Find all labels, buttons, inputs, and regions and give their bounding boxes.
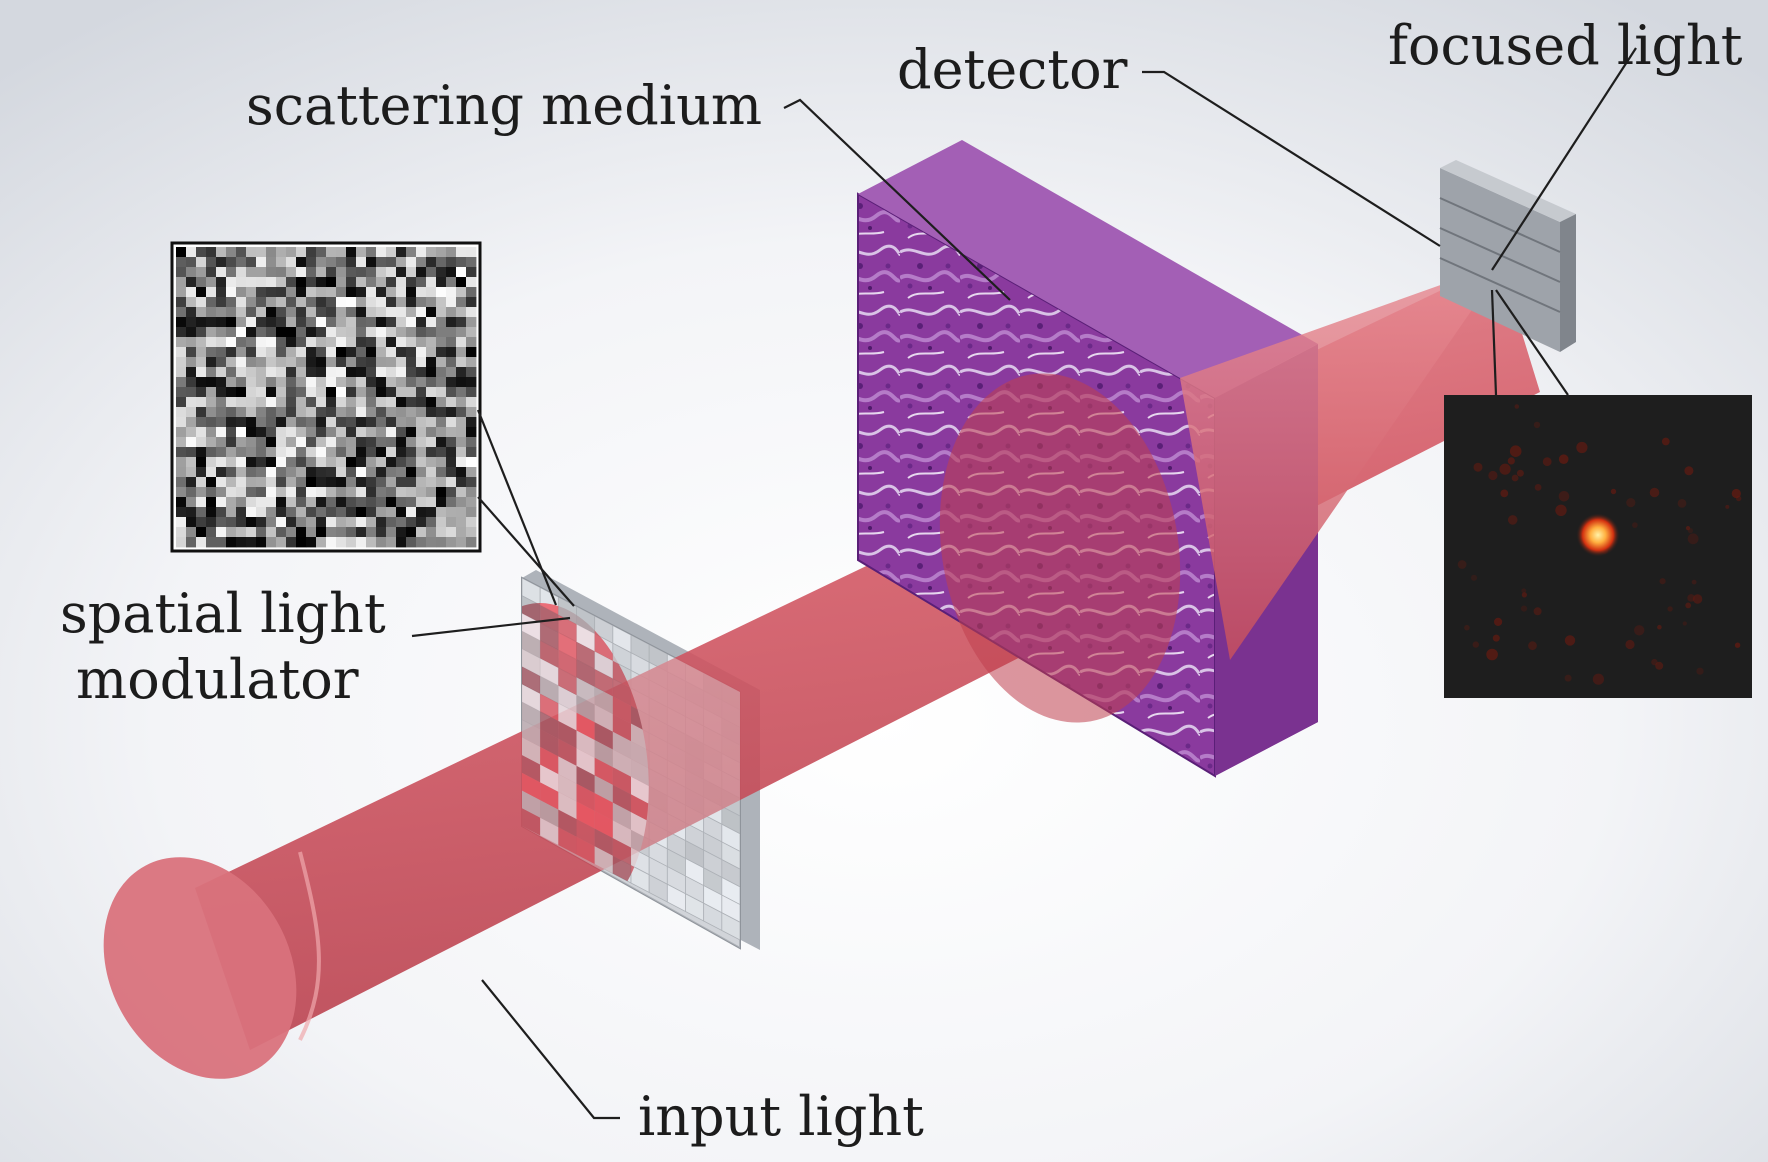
label-slm-line2: modulator — [76, 648, 359, 711]
label-detector: detector — [897, 38, 1128, 101]
scattering-medium — [857, 140, 1318, 778]
focus-spot-icon — [1576, 513, 1620, 557]
leader-slm-label — [411, 616, 571, 638]
speckle-pattern — [176, 247, 477, 548]
label-focused-light: focused light — [1388, 14, 1743, 77]
leader-slm-upper — [476, 409, 558, 606]
detector-array — [1439, 160, 1576, 352]
leader-inset-left — [1490, 289, 1498, 396]
leader-focused-light — [1491, 47, 1637, 271]
leader-slm-lower — [477, 496, 575, 607]
leader-input-light — [481, 979, 620, 1120]
focusing-cone — [1180, 262, 1505, 660]
focus-inset-noise — [1457, 404, 1742, 685]
label-input-light: input light — [638, 1085, 924, 1148]
leader-inset-right — [1495, 289, 1569, 396]
focus-spot-inset — [1444, 395, 1752, 698]
speckle-pattern-inset — [170, 241, 482, 553]
leader-detector — [1142, 70, 1441, 247]
modulator-front — [522, 578, 740, 948]
label-slm-line1: spatial light — [60, 582, 386, 645]
leader-scattering-medium — [783, 98, 1011, 301]
leader-lines — [411, 47, 1637, 1120]
label-scattering-medium: scattering medium — [246, 74, 762, 137]
